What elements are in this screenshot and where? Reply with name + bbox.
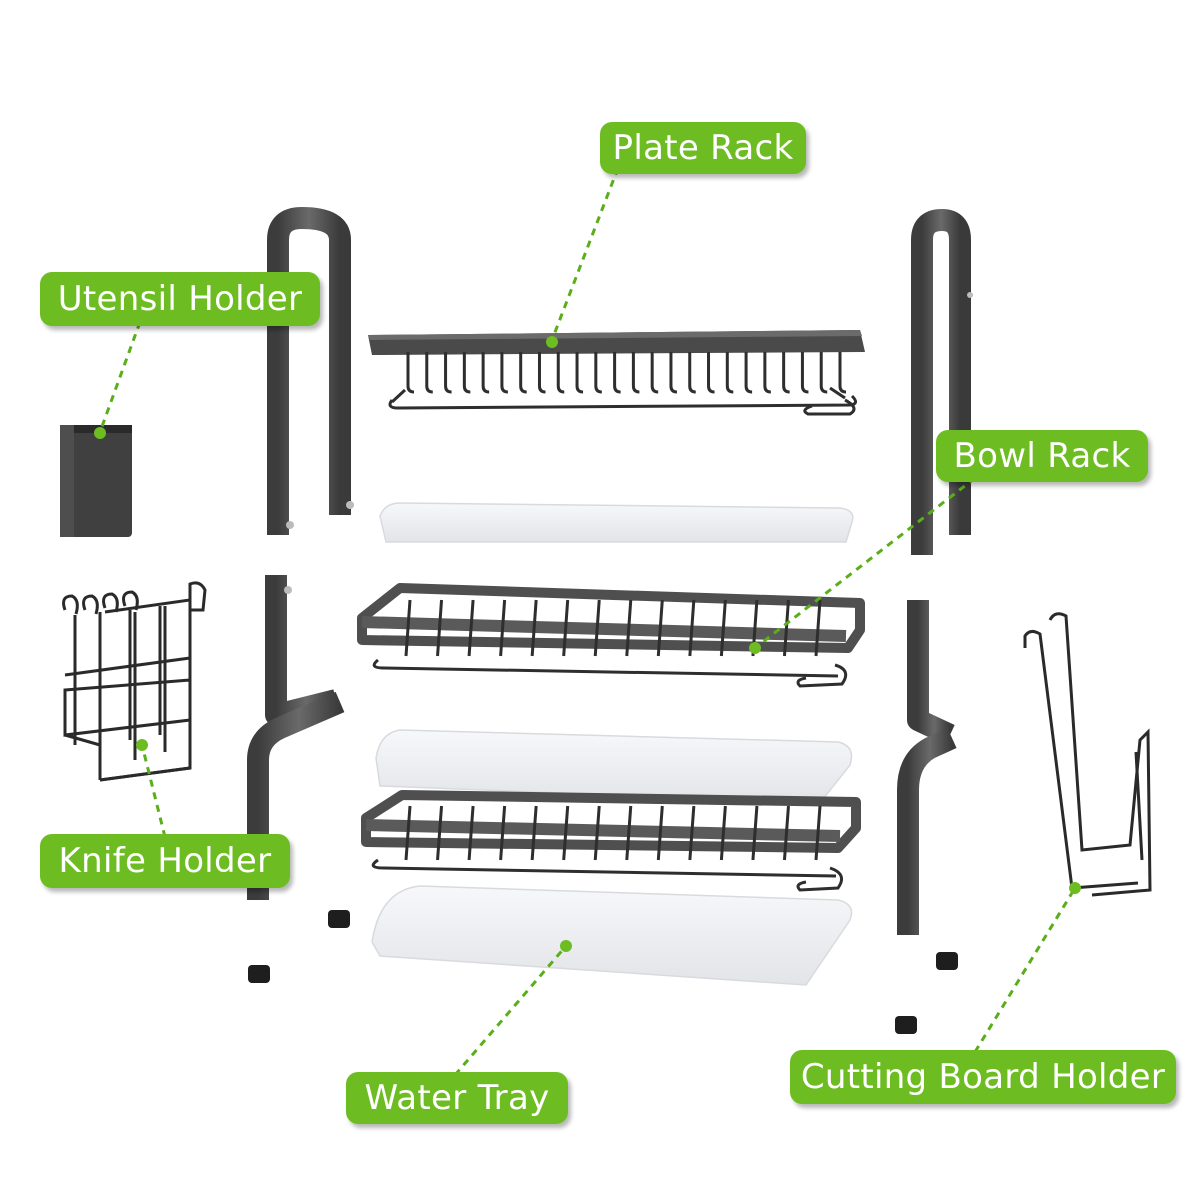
right-lower-leg bbox=[897, 580, 961, 935]
right-upper-post bbox=[911, 208, 973, 555]
cutting-board-holder bbox=[1023, 612, 1152, 897]
water-tray bbox=[371, 885, 853, 986]
water-tray-label: Water Tray bbox=[346, 1072, 568, 1124]
feet bbox=[248, 910, 958, 1034]
utensil-holder-cup bbox=[60, 425, 132, 537]
knife-holder-basket bbox=[62, 581, 207, 782]
callout-leaders bbox=[94, 167, 1081, 1076]
left-lower-leg bbox=[247, 560, 351, 900]
left-upper-post bbox=[267, 207, 354, 535]
utensil-holder-label: Utensil Holder bbox=[40, 272, 320, 326]
bowl-rack bbox=[357, 583, 865, 688]
top-drip-tray bbox=[379, 502, 854, 543]
cutting-board-holder-label: Cutting Board Holder bbox=[790, 1050, 1176, 1104]
middle-drip-tray bbox=[375, 729, 853, 804]
lower-rack bbox=[361, 790, 861, 892]
bowl-rack-label: Bowl Rack bbox=[936, 430, 1148, 482]
knife-holder-label: Knife Holder bbox=[40, 834, 290, 888]
plate-rack bbox=[368, 330, 865, 416]
plate-rack-label: Plate Rack bbox=[600, 122, 806, 174]
